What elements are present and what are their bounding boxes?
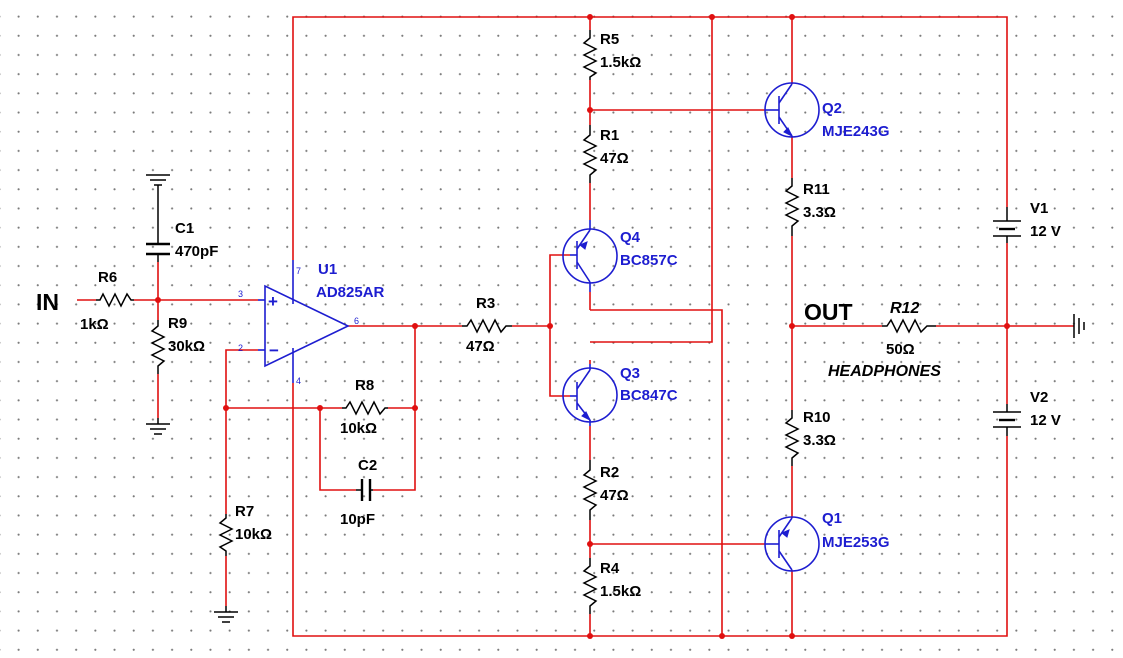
opamp-pin-vpos: 7	[296, 266, 301, 276]
opamp-minus-sign: −	[269, 341, 279, 360]
transistor-q2	[764, 82, 820, 138]
r4-ref: R4	[600, 560, 620, 577]
opamp-pin-minus: 2	[238, 343, 243, 353]
q4-ref: Q4	[620, 229, 641, 246]
v2-ref: V2	[1030, 389, 1048, 406]
opamp-plus-sign: +	[268, 292, 278, 311]
r11-value: 3.3Ω	[803, 204, 836, 221]
transistor-q4	[562, 220, 618, 292]
r10-ref: R10	[803, 409, 831, 426]
r3-value: 47Ω	[466, 338, 495, 355]
opamp-pin-plus: 3	[238, 289, 243, 299]
q2-ref: Q2	[822, 100, 842, 117]
r2-ref: R2	[600, 464, 619, 481]
transistor-q3	[562, 364, 618, 426]
v2-value: 12 V	[1030, 412, 1061, 429]
r6-ref: R6	[98, 269, 117, 286]
ground-symbols	[146, 174, 1085, 623]
load-name-label: HEADPHONES	[828, 363, 941, 380]
r9-ref: R9	[168, 315, 187, 332]
r7-ref: R7	[235, 503, 254, 520]
q3-value: BC847C	[620, 387, 678, 404]
u1-value: AD825AR	[316, 284, 385, 301]
output-label: OUT	[804, 299, 853, 325]
v1-value: 12 V	[1030, 223, 1061, 240]
r12-ref: R12	[890, 300, 919, 317]
opamp-u1: + − 3 2 6 7 4	[238, 260, 359, 386]
q2-value: MJE243G	[822, 123, 890, 140]
transistor-q1	[764, 516, 820, 572]
c1-ref: C1	[175, 220, 194, 237]
junctions	[155, 14, 1010, 639]
u1-ref: U1	[318, 261, 337, 278]
c2-value: 10pF	[340, 511, 375, 528]
r3-ref: R3	[476, 295, 495, 312]
q1-value: MJE253G	[822, 534, 890, 551]
r2-value: 47Ω	[600, 487, 629, 504]
opamp-pin-vneg: 4	[296, 376, 301, 386]
r5-value: 1.5kΩ	[600, 54, 641, 71]
battery-symbols	[993, 207, 1021, 436]
v1-ref: V1	[1030, 200, 1048, 217]
r9-value: 30kΩ	[168, 338, 205, 355]
r5-ref: R5	[600, 31, 619, 48]
r8-value: 10kΩ	[340, 420, 377, 437]
input-label: IN	[36, 289, 59, 315]
c2-ref: C2	[358, 457, 377, 474]
resistor-symbols	[96, 30, 936, 614]
c1-value: 470pF	[175, 243, 218, 260]
r7-value: 10kΩ	[235, 526, 272, 543]
q3-ref: Q3	[620, 365, 640, 382]
q1-ref: Q1	[822, 510, 842, 527]
r1-ref: R1	[600, 127, 619, 144]
r1-value: 47Ω	[600, 150, 629, 167]
r12-value: 50Ω	[886, 341, 915, 358]
r4-value: 1.5kΩ	[600, 583, 641, 600]
capacitor-symbols	[146, 192, 373, 501]
r11-ref: R11	[803, 181, 830, 198]
r10-value: 3.3Ω	[803, 432, 836, 449]
r8-ref: R8	[355, 377, 374, 394]
r6-value: 1kΩ	[80, 316, 109, 333]
q4-value: BC857C	[620, 252, 678, 269]
opamp-pin-out: 6	[354, 316, 359, 326]
